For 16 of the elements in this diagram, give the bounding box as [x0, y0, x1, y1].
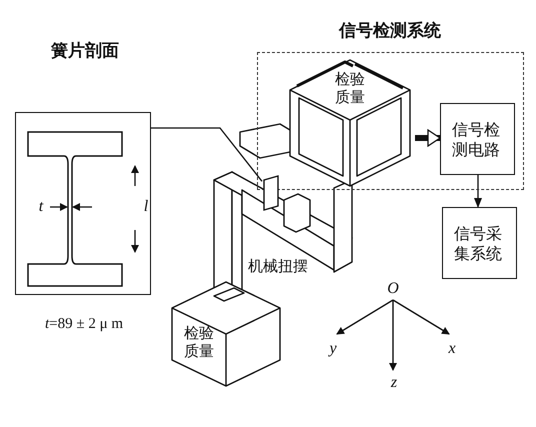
arrow [474, 175, 482, 208]
section-heading: 簧片剖面 [50, 42, 120, 60]
dimension-label: l [142, 198, 150, 216]
process-box: 信号采集系统 [442, 207, 517, 279]
arrow [415, 129, 441, 147]
axis-label: y [327, 340, 338, 358]
axis-label: x [447, 340, 457, 358]
group-heading: 信号检测系统 [338, 22, 442, 40]
axis-label: O [386, 280, 400, 298]
mass-label: 检验质量 [183, 324, 215, 360]
part-label: 机械扭摆 [247, 257, 309, 275]
dimension-note: t=89 ± 2 μ m [44, 315, 124, 333]
dimension-label: t [38, 198, 44, 216]
process-box: 信号检测电路 [440, 103, 515, 175]
mass-label: 检验质量 [334, 70, 366, 106]
axis-label: z [390, 374, 398, 392]
